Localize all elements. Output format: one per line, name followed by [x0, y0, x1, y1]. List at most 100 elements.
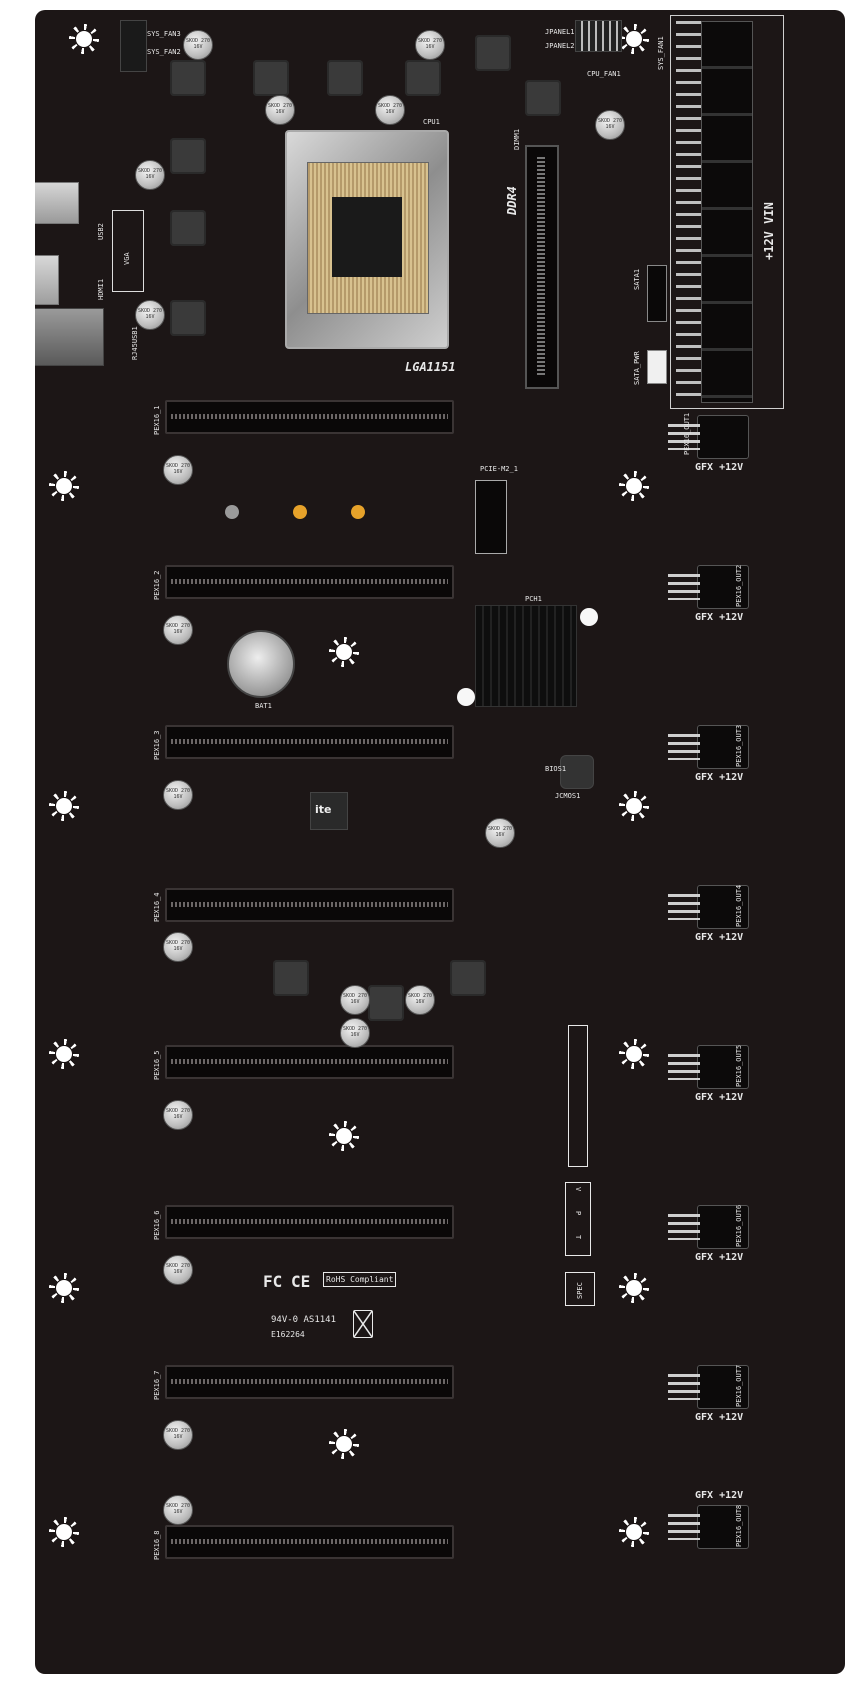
usb-label: USB2: [97, 223, 105, 240]
cpu-label: CPU1: [423, 118, 440, 126]
cpu-socket: [285, 130, 449, 349]
vrm-choke: [368, 985, 404, 1021]
usb-port: [35, 182, 79, 224]
pcie-slot-label: PEX16_8: [153, 1530, 161, 1560]
power-connector-block: [670, 15, 784, 409]
mounting-hole: [50, 1274, 78, 1302]
gfx-label: GFX +12V: [695, 772, 744, 783]
super-io-chip: ite: [310, 792, 348, 830]
capacitor: SKOD 270 16V: [415, 30, 445, 60]
heatsink-pin: [457, 688, 475, 706]
pcie-slot-2: [165, 565, 454, 599]
battery-label: BAT1: [255, 702, 272, 710]
gfx-power-connector: [668, 1205, 749, 1249]
mounting-hole: [50, 792, 78, 820]
m2-label: PCIE-M2_1: [480, 465, 518, 473]
gfx-power-connector: [668, 1365, 749, 1409]
gfx-power-connector: [668, 1505, 749, 1549]
mounting-hole: [50, 1040, 78, 1068]
spec-box: [568, 1025, 588, 1167]
hdmi-port: [35, 255, 59, 305]
mounting-hole: [50, 472, 78, 500]
pcie-slot-label: PEX16_5: [153, 1050, 161, 1080]
vrm-choke: [475, 35, 511, 71]
jpanel-header: [575, 20, 622, 52]
pcie-slot-label: PEX16_7: [153, 1370, 161, 1400]
m2-standoff: [293, 505, 307, 519]
vpt-box: V P T: [565, 1182, 591, 1256]
mounting-hole: [330, 1430, 358, 1458]
fan-header: [120, 20, 147, 72]
vrm-choke: [405, 60, 441, 96]
pcie-slot-label: PEX16_4: [153, 892, 161, 922]
mounting-hole: [70, 25, 98, 53]
pcie-slot-1: [165, 400, 454, 434]
gfx-connector-label: PEX16_OUT6: [735, 1204, 743, 1247]
sys-fan3-label: SYS_FAN3: [147, 30, 181, 38]
capacitor: SKOD 270 16V: [163, 1420, 193, 1450]
vrm-choke: [450, 960, 486, 996]
vrm-choke: [253, 60, 289, 96]
spec-label-box: SPEC: [565, 1272, 595, 1306]
gfx-connector-label: PEX16_OUT8: [735, 1504, 743, 1547]
mounting-hole: [620, 792, 648, 820]
capacitor: SKOD 270 16V: [163, 1495, 193, 1525]
cpu-socket-center: [332, 197, 402, 277]
motherboard: VGA USB2 HDMI1 RJ45USB1 SYS_FAN3 SYS_FAN…: [35, 10, 845, 1674]
memory-label: DDR4: [505, 186, 519, 215]
power-connector-pins: [676, 21, 701, 401]
cpu-fan-label: CPU_FAN1: [587, 70, 621, 78]
rohs-mark: RoHS Compliant: [323, 1272, 397, 1287]
vrm-choke: [327, 60, 363, 96]
pcie-slot-8: [165, 1525, 454, 1559]
jpanel1-label: JPANEL1: [545, 28, 575, 36]
gfx-connector-label: PEX16_OUT3: [735, 724, 743, 767]
gfx-label: GFX +12V: [695, 612, 744, 623]
capacitor: SKOD 270 16V: [163, 455, 193, 485]
capacitor: SKOD 270 16V: [163, 1255, 193, 1285]
bios-chip: [560, 755, 594, 789]
hdmi-label: HDMI1: [97, 278, 105, 300]
ce-mark: CE: [291, 1272, 311, 1291]
pcie-slot-3: [165, 725, 454, 759]
power-label: +12V VIN: [762, 202, 776, 260]
capacitor: SKOD 270 16V: [340, 1018, 370, 1048]
gfx-label: GFX +12V: [695, 1092, 744, 1103]
heatsink-pin: [580, 608, 598, 626]
power-connector: [701, 21, 753, 403]
capacitor: SKOD 270 16V: [265, 95, 295, 125]
sata-power-header: [647, 350, 667, 384]
capacitor: SKOD 270 16V: [163, 932, 193, 962]
gfx-label: GFX +12V: [695, 932, 744, 943]
sys-fan1-label: SYS_FAN1: [657, 36, 665, 70]
capacitor: SKOD 270 16V: [405, 985, 435, 1015]
compliance-sub: E162264: [271, 1330, 305, 1339]
gfx-connector-label: PEX16_OUT7: [735, 1364, 743, 1407]
pcie-slot-7: [165, 1365, 454, 1399]
capacitor: SKOD 270 16V: [340, 985, 370, 1015]
vrm-choke: [525, 80, 561, 116]
vpt-letter: T: [574, 1235, 582, 1240]
vpt-letter: V: [574, 1187, 582, 1192]
fcc-mark: FC: [263, 1272, 283, 1291]
mounting-hole: [620, 1274, 648, 1302]
compliance-text: 94V-0 AS1141: [271, 1315, 337, 1325]
gfx-power-connector: [668, 565, 749, 609]
mounting-hole: [330, 1122, 358, 1150]
capacitor: SKOD 270 16V: [163, 1100, 193, 1130]
spec-label: SPEC: [576, 1282, 584, 1299]
gfx-connector-label: PEX16_OUT4: [735, 884, 743, 927]
ite-logo: ite: [315, 803, 332, 816]
pcie-slot-5: [165, 1045, 454, 1079]
capacitor: SKOD 270 16V: [163, 615, 193, 645]
rj45-label: RJ45USB1: [131, 326, 139, 360]
gfx-connector-label: PEX16_OUT2: [735, 564, 743, 607]
vrm-choke: [273, 960, 309, 996]
pch-heatsink: [475, 605, 577, 707]
gfx-label: GFX +12V: [695, 1252, 744, 1263]
vrm-choke: [170, 210, 206, 246]
gfx-power-connector: [668, 885, 749, 929]
weee-icon: [353, 1310, 373, 1338]
dimm-label: DIMM1: [513, 128, 521, 150]
gfx-power-connector: [668, 725, 749, 769]
